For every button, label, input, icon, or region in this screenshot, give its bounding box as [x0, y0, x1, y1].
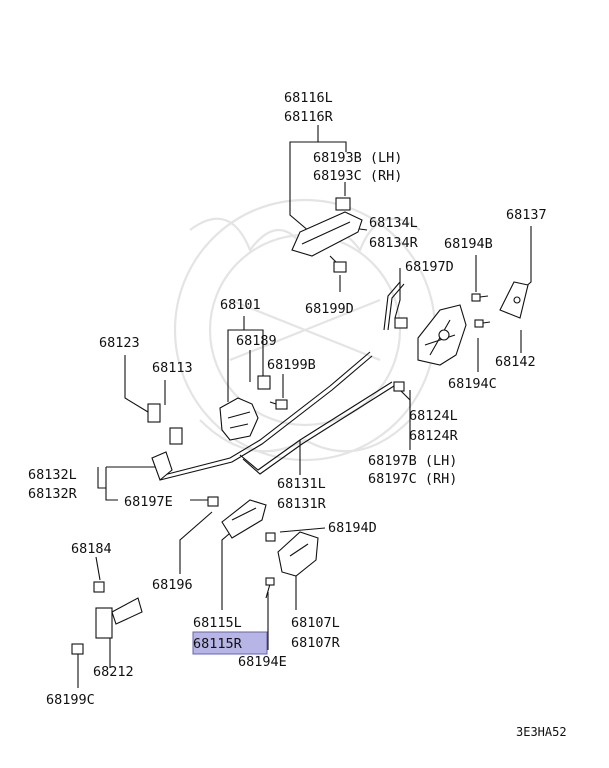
label-68131R[interactable]: 68131R — [277, 496, 327, 512]
bolt-68184[interactable] — [93, 581, 105, 593]
screw-68194D[interactable] — [265, 532, 276, 542]
screw-68194C[interactable] — [474, 319, 491, 328]
label-68212[interactable]: 68212 — [93, 664, 134, 680]
label-68199C[interactable]: 68199C — [46, 692, 95, 708]
label-68194C[interactable]: 68194C — [448, 376, 497, 392]
highlight-box — [192, 631, 268, 655]
outside-handle-part[interactable] — [291, 197, 363, 257]
label-68184[interactable]: 68184 — [71, 541, 112, 557]
part-labels: 68116L 68116R 68193B (LH) 68193C (RH) 68… — [28, 90, 567, 739]
clip-68197B[interactable] — [393, 381, 405, 392]
label-68132L[interactable]: 68132L — [28, 467, 77, 483]
label-68194D[interactable]: 68194D — [328, 520, 377, 536]
label-68115L[interactable]: 68115L — [193, 615, 242, 631]
label-68107L[interactable]: 68107L — [291, 615, 340, 631]
label-68194B[interactable]: 68194B — [444, 236, 493, 252]
part-68123[interactable] — [147, 403, 161, 423]
label-68189[interactable]: 68189 — [236, 333, 277, 349]
label-68199D[interactable]: 68199D — [305, 301, 354, 317]
label-68123[interactable]: 68123 — [99, 335, 140, 351]
label-68137[interactable]: 68137 — [506, 207, 547, 223]
lock-actuator-part[interactable] — [219, 397, 259, 441]
label-68194E[interactable]: 68194E — [238, 654, 287, 670]
label-68134L[interactable]: 68134L — [369, 215, 418, 231]
clip-68197D[interactable] — [394, 317, 408, 329]
part-68113[interactable] — [169, 427, 183, 445]
rods — [159, 281, 405, 481]
screw-68194B[interactable] — [471, 293, 489, 302]
label-68193B[interactable]: 68193B (LH) — [313, 150, 402, 166]
label-68196[interactable]: 68196 — [152, 577, 193, 593]
door-check-part[interactable] — [95, 597, 143, 639]
label-68199B[interactable]: 68199B — [267, 357, 316, 373]
label-68107R[interactable]: 68107R — [291, 635, 341, 651]
label-68197C[interactable]: 68197C (RH) — [368, 471, 457, 487]
striker-part[interactable] — [499, 281, 529, 319]
escutcheon-part[interactable] — [277, 531, 319, 577]
part-68196[interactable] — [207, 496, 219, 507]
label-68113[interactable]: 68113 — [152, 360, 193, 376]
clip-68189[interactable] — [257, 375, 271, 390]
link-68132[interactable] — [151, 451, 173, 481]
label-68124R[interactable]: 68124R — [409, 428, 459, 444]
label-68197B[interactable]: 68197B (LH) — [368, 453, 457, 469]
label-68132R[interactable]: 68132R — [28, 486, 78, 502]
diagram-code: 3E3HA52 — [516, 725, 567, 739]
screw-68194E[interactable] — [265, 577, 275, 599]
label-68193C[interactable]: 68193C (RH) — [313, 168, 402, 184]
label-68134R[interactable]: 68134R — [369, 235, 419, 251]
door-latch-part[interactable] — [417, 304, 467, 366]
label-68197E[interactable]: 68197E — [124, 494, 173, 510]
bolt-68199D[interactable] — [329, 255, 347, 273]
label-68101[interactable]: 68101 — [220, 297, 261, 313]
label-68116R[interactable]: 68116R — [284, 109, 334, 125]
label-68124L[interactable]: 68124L — [409, 408, 458, 424]
label-68115R[interactable]: 68115R — [193, 636, 243, 652]
label-68131L[interactable]: 68131L — [277, 476, 326, 492]
bolt-68199B[interactable] — [269, 399, 288, 410]
label-68116L[interactable]: 68116L — [284, 90, 333, 106]
leader-lines — [77, 125, 532, 688]
label-68142[interactable]: 68142 — [495, 354, 536, 370]
label-68197D[interactable]: 68197D — [405, 259, 454, 275]
inside-handle-part[interactable] — [221, 499, 267, 539]
bolt-68199C[interactable] — [71, 643, 84, 655]
